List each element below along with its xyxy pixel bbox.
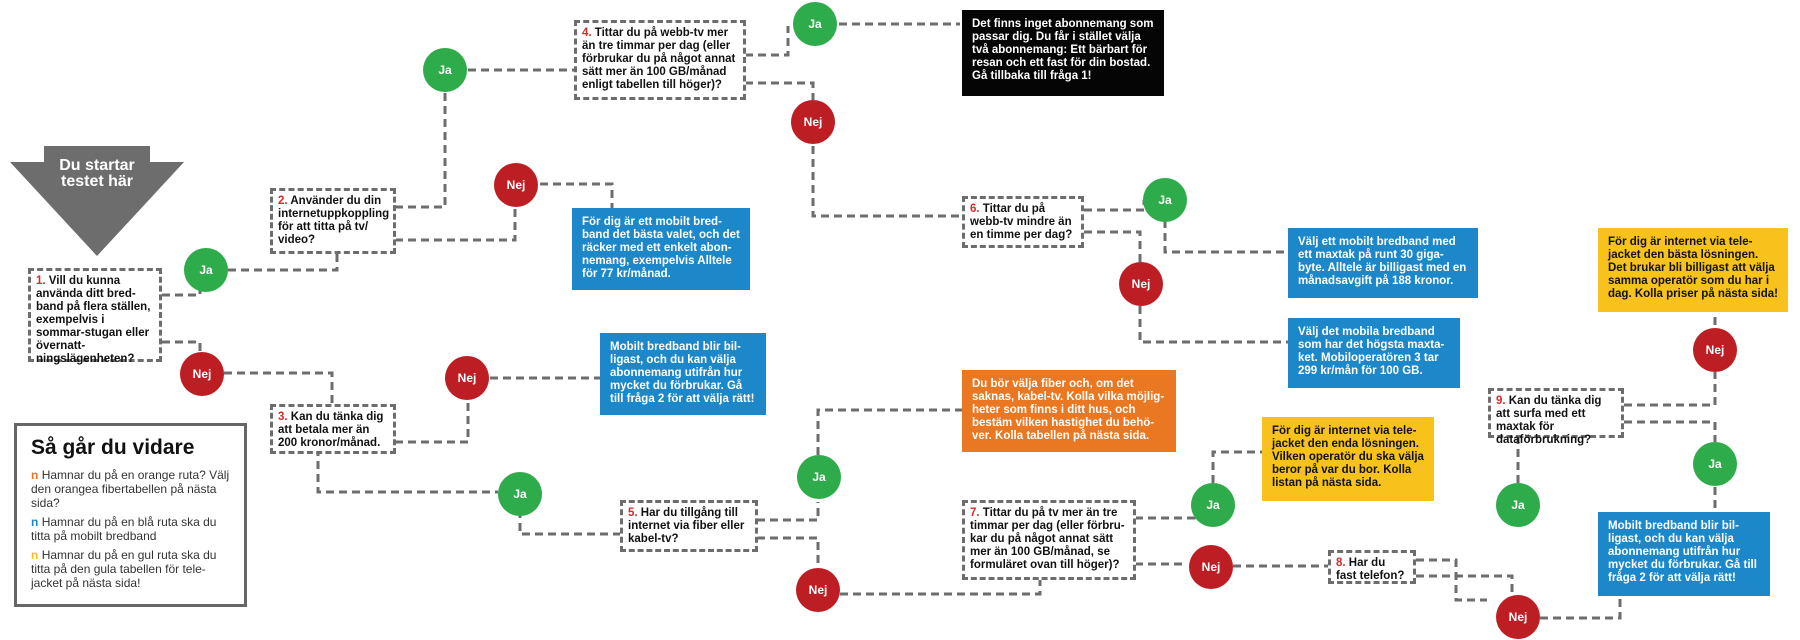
result-mobile-cheapest: Mobilt bredband blir bil-ligast, och du … bbox=[600, 333, 766, 415]
no-node-q5: Nej bbox=[796, 568, 840, 612]
question-2: 2. Använder du din internetuppkoppling f… bbox=[270, 188, 396, 254]
result-two-subscriptions: Det finns inget abonnemang som passar di… bbox=[962, 10, 1164, 96]
no-node-q4: Nej bbox=[791, 100, 835, 144]
question-number: 9. bbox=[1496, 395, 1506, 407]
legend-item-yellow: n Hamnar du på en gul ruta ska du titta … bbox=[31, 548, 230, 590]
yes-node-q6: Ja bbox=[1143, 178, 1187, 222]
yes-node-q3: Ja bbox=[498, 472, 542, 516]
question-number: 6. bbox=[970, 203, 980, 215]
question-text: Kan du tänka dig att surfa med ett maxta… bbox=[1496, 395, 1602, 446]
question-7: 7. Tittar du på tv mer än tre timmar per… bbox=[962, 500, 1136, 580]
result-telejack-only: För dig är internet via tele-jacket den … bbox=[1262, 417, 1434, 501]
legend-marker: n bbox=[31, 468, 39, 482]
question-text: Tittar du på tv mer än tre timmar per da… bbox=[970, 507, 1125, 571]
no-node-q3: Nej bbox=[445, 356, 489, 400]
question-number: 2. bbox=[278, 195, 288, 207]
yes-node-q8: Ja bbox=[1496, 483, 1540, 527]
legend-marker: n bbox=[31, 548, 39, 562]
question-3: 3. Kan du tänka dig att betala mer än 20… bbox=[270, 404, 396, 454]
no-node-q7: Nej bbox=[1189, 545, 1233, 589]
no-node-q8: Nej bbox=[1496, 595, 1540, 639]
legend-marker: n bbox=[31, 515, 39, 529]
question-text: Vill du kunna använda ditt bred-band på … bbox=[36, 275, 151, 365]
question-number: 7. bbox=[970, 507, 980, 519]
question-text: Tittar du på webb-tv mindre än en timme … bbox=[970, 203, 1073, 241]
legend-item-orange: n Hamnar du på en orange ruta? Välj den … bbox=[31, 468, 230, 510]
question-number: 8. bbox=[1336, 557, 1346, 569]
legend: Så går du vidare n Hamnar du på en orang… bbox=[14, 423, 247, 607]
question-number: 4. bbox=[582, 27, 592, 39]
question-text: Använder du din internetuppkoppling för … bbox=[278, 195, 390, 246]
question-1: 1. Vill du kunna använda ditt bred-band … bbox=[28, 268, 162, 365]
question-number: 1. bbox=[36, 275, 46, 287]
yes-node-q4: Ja bbox=[793, 2, 837, 46]
question-4: 4. Tittar du på webb-tv mer än tre timma… bbox=[574, 20, 746, 100]
result-mobile-cheapest-b: Mobilt bredband blir bil-ligast, och du … bbox=[1598, 512, 1770, 596]
question-number: 3. bbox=[278, 411, 288, 423]
question-text: Tittar du på webb-tv mer än tre timmar p… bbox=[582, 27, 736, 91]
yes-node-q5: Ja bbox=[797, 455, 841, 499]
no-node-q9: Nej bbox=[1693, 328, 1737, 372]
yes-node-q7: Ja bbox=[1191, 483, 1235, 527]
question-6: 6. Tittar du på webb-tv mindre än en tim… bbox=[962, 196, 1084, 248]
legend-text: Hamnar du på en orange ruta? Välj den or… bbox=[31, 468, 230, 510]
result-mobile-30gb: Välj ett mobilt bredband med ett maxtak … bbox=[1288, 228, 1478, 298]
question-text: Har du fast telefon? bbox=[1336, 557, 1405, 582]
yes-node-q1: Ja bbox=[184, 248, 228, 292]
result-telejack-best: För dig är internet via tele-jacket den … bbox=[1598, 228, 1788, 312]
legend-item-blue: n Hamnar du på en blå ruta ska du titta … bbox=[31, 515, 230, 543]
legend-text: Hamnar du på en gul ruta ska du titta på… bbox=[31, 548, 217, 590]
yes-node-q2: Ja bbox=[423, 48, 467, 92]
no-node-q6: Nej bbox=[1119, 262, 1163, 306]
no-node-q2: Nej bbox=[494, 163, 538, 207]
question-9: 9. Kan du tänka dig att surfa med ett ma… bbox=[1488, 388, 1624, 446]
question-text: Har du tillgång till internet via fiber … bbox=[628, 507, 745, 545]
yes-node-q9: Ja bbox=[1693, 442, 1737, 486]
question-5: 5. Har du tillgång till internet via fib… bbox=[620, 500, 758, 552]
question-number: 5. bbox=[628, 507, 638, 519]
question-text: Kan du tänka dig att betala mer än 200 k… bbox=[278, 411, 384, 449]
question-8: 8. Har du fast telefon? bbox=[1328, 550, 1416, 584]
start-arrow bbox=[10, 146, 184, 256]
start-label: Du startar testet här bbox=[59, 157, 135, 190]
result-mobile-highest-cap: Välj det mobila bredband som har det hög… bbox=[1288, 318, 1460, 388]
legend-text: Hamnar du på en blå ruta ska du titta på… bbox=[31, 515, 217, 543]
result-fiber: Du bör välja fiber och, om det saknas, k… bbox=[962, 370, 1176, 452]
legend-title: Så går du vidare bbox=[31, 436, 195, 459]
no-node-q1: Nej bbox=[180, 352, 224, 396]
result-mobile-alltele: För dig är ett mobilt bred-band det bäst… bbox=[572, 208, 750, 290]
